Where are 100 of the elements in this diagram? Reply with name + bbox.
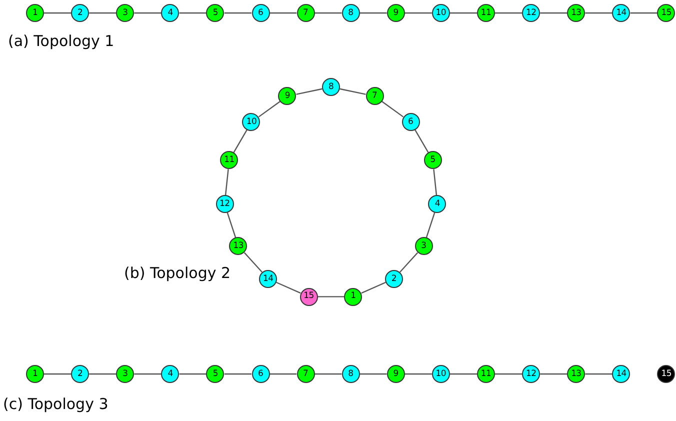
node-number: 6 (258, 370, 264, 378)
topology-caption: (b) Topology 2 (124, 265, 231, 282)
node-number: 9 (284, 92, 290, 100)
node-number: 15 (661, 370, 672, 378)
node-number: 11 (480, 8, 492, 18)
node-number: 3 (421, 242, 426, 250)
node-number: 2 (78, 8, 83, 18)
node-circle (386, 4, 405, 22)
node-number: 8 (348, 8, 354, 18)
node-number: 4 (168, 370, 173, 378)
connector-line (270, 12, 297, 14)
node-number: 15 (304, 292, 314, 301)
connector-line (360, 373, 387, 375)
node-circle (342, 4, 360, 22)
node-circle (206, 365, 224, 383)
connector-line (224, 373, 252, 375)
node-circle (252, 365, 270, 383)
node-circle (220, 151, 238, 170)
node-circle (296, 365, 315, 383)
node-circle (116, 365, 134, 383)
connector-line (224, 169, 229, 196)
connector-line (89, 12, 116, 14)
node-number: 13 (233, 242, 244, 250)
node-circle (161, 4, 180, 22)
connector-line (585, 373, 612, 375)
node-circle (612, 365, 630, 383)
node-circle (428, 195, 446, 214)
node-number: 7 (303, 8, 308, 18)
node-circle (252, 4, 270, 22)
connector-line (179, 12, 206, 14)
connector-line (296, 88, 322, 95)
node-circle (116, 4, 134, 22)
node-circle (432, 4, 450, 22)
node-number: 11 (480, 370, 492, 378)
node-circle (161, 365, 180, 383)
node-number: 9 (393, 370, 398, 378)
node-number: 12 (526, 8, 536, 18)
node-number: 3 (122, 8, 128, 18)
node-number: 10 (436, 8, 446, 18)
node-circle (342, 365, 360, 383)
node-number: 2 (391, 274, 396, 283)
connector-line (630, 12, 658, 14)
connector-line (450, 12, 477, 14)
connector-line (224, 12, 252, 14)
connector-line (233, 130, 248, 153)
connector-line (314, 373, 342, 375)
node-number: 6 (258, 8, 264, 18)
node-number: 1 (32, 370, 38, 378)
connector-line (360, 12, 387, 14)
connector-line (404, 373, 432, 375)
node-circle (278, 87, 296, 106)
node-circle (522, 4, 540, 22)
connector-line (179, 373, 206, 375)
connector-line (340, 88, 366, 95)
topology-caption: (c) Topology 3 (3, 396, 108, 412)
node-circle (477, 365, 495, 383)
connector-line (585, 12, 612, 14)
node-circle (242, 113, 260, 132)
node-circle (300, 288, 318, 306)
node-number: 5 (212, 8, 218, 18)
connector-line (495, 373, 522, 375)
node-circle (71, 365, 90, 383)
node-number: 4 (168, 8, 173, 18)
node-number: 3 (122, 370, 128, 378)
connector-line (426, 212, 436, 238)
topology-caption: (a) Topology 1 (8, 33, 114, 50)
node-circle (26, 365, 44, 383)
node-circle (657, 365, 676, 383)
connector-line (433, 169, 438, 196)
node-number: 12 (526, 370, 536, 378)
connector-line (450, 373, 477, 375)
node-number: 2 (78, 370, 83, 378)
node-circle (567, 4, 586, 22)
node-circle (259, 270, 278, 288)
node-number: 10 (246, 118, 257, 126)
connector-line (89, 373, 116, 375)
node-number: 5 (212, 370, 218, 378)
node-circle (522, 365, 540, 383)
connector-line (44, 12, 72, 14)
connector-line (540, 373, 568, 375)
node-number: 7 (372, 92, 378, 100)
node-circle (567, 365, 586, 383)
node-circle (216, 195, 234, 214)
node-circle (612, 4, 630, 22)
node-number: 11 (224, 156, 234, 164)
node-number: 6 (408, 118, 414, 126)
connector-line (44, 373, 72, 375)
node-number: 8 (348, 370, 354, 378)
connector-line (414, 130, 429, 153)
node-circle (71, 4, 90, 22)
node-circle (424, 151, 442, 170)
connector-line (134, 12, 162, 14)
node-number: 1 (350, 292, 356, 301)
node-circle (366, 87, 384, 106)
node-circle (477, 4, 495, 22)
node-number: 13 (571, 8, 582, 18)
node-number: 4 (434, 200, 440, 208)
node-number: 9 (393, 8, 398, 18)
node-circle (402, 113, 420, 132)
node-number: 5 (430, 156, 436, 164)
